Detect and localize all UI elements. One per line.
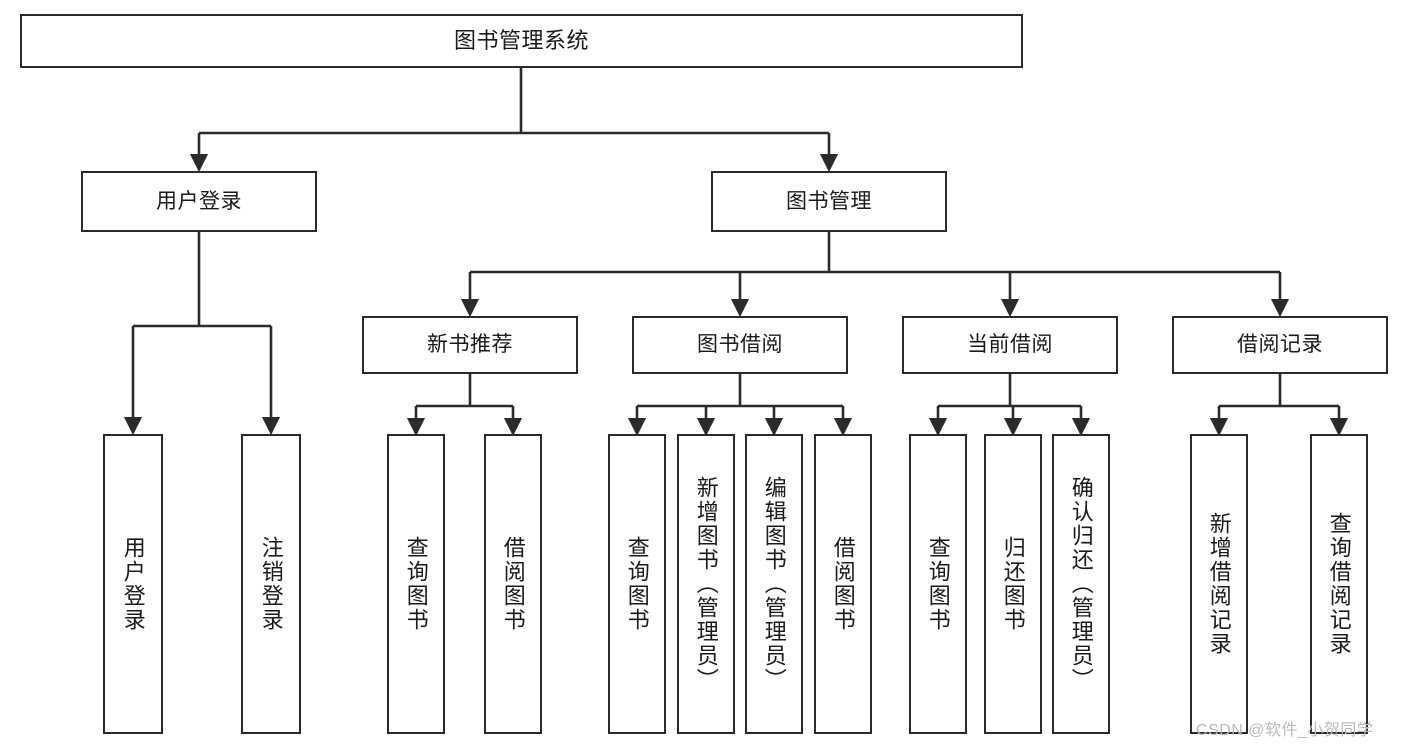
node-leaf-edit-book-admin-label: 编辑图书（管理员） (761, 476, 787, 692)
node-leaf-borrow-book[interactable]: 借阅图书 (814, 434, 872, 734)
node-leaf-add-book-admin-label: 新增图书（管理员） (693, 476, 719, 692)
node-leaf-query-book-current-label: 查询图书 (925, 536, 951, 632)
node-leaf-return-book[interactable]: 归还图书 (984, 434, 1042, 734)
node-leaf-query-book-current[interactable]: 查询图书 (909, 434, 967, 734)
node-current-borrow[interactable]: 当前借阅 (902, 316, 1118, 374)
node-leaf-add-borrow-record-label: 新增借阅记录 (1206, 512, 1232, 656)
node-book-borrow[interactable]: 图书借阅 (632, 316, 848, 374)
csdn-watermark: CSDN @软件_小贺同学 (1196, 722, 1374, 739)
node-current-borrow-label: 当前借阅 (967, 333, 1053, 357)
node-leaf-edit-book-admin[interactable]: 编辑图书（管理员） (745, 434, 803, 734)
node-leaf-add-borrow-record[interactable]: 新增借阅记录 (1190, 434, 1248, 734)
node-leaf-query-book-rec[interactable]: 查询图书 (387, 434, 445, 734)
node-borrow-record-label: 借阅记录 (1237, 333, 1323, 357)
node-new-book-rec-label: 新书推荐 (427, 333, 513, 357)
node-leaf-query-book-rec-label: 查询图书 (403, 536, 429, 632)
node-leaf-query-book-borrow-label: 查询图书 (624, 536, 650, 632)
node-leaf-user-login-label: 用户登录 (120, 536, 146, 632)
node-leaf-user-login[interactable]: 用户登录 (103, 434, 163, 734)
node-leaf-borrow-book-rec[interactable]: 借阅图书 (484, 434, 542, 734)
node-leaf-confirm-return-admin[interactable]: 确认归还（管理员） (1052, 434, 1110, 734)
node-leaf-confirm-return-admin-label: 确认归还（管理员） (1068, 476, 1094, 692)
node-borrow-record[interactable]: 借阅记录 (1172, 316, 1388, 374)
node-user-login[interactable]: 用户登录 (81, 171, 317, 232)
node-book-borrow-label: 图书借阅 (697, 333, 783, 357)
node-book-manage-label: 图书管理 (786, 189, 872, 213)
node-root[interactable]: 图书管理系统 (20, 14, 1023, 68)
node-leaf-query-borrow-record-label: 查询借阅记录 (1326, 512, 1352, 656)
node-leaf-query-book-borrow[interactable]: 查询图书 (608, 434, 666, 734)
node-user-login-label: 用户登录 (156, 189, 242, 213)
node-new-book-rec[interactable]: 新书推荐 (362, 316, 578, 374)
node-root-label: 图书管理系统 (453, 27, 589, 53)
node-leaf-query-borrow-record[interactable]: 查询借阅记录 (1310, 434, 1368, 734)
node-leaf-user-logout-label: 注销登录 (258, 536, 284, 632)
node-leaf-borrow-book-label: 借阅图书 (830, 536, 856, 632)
node-leaf-add-book-admin[interactable]: 新增图书（管理员） (677, 434, 735, 734)
node-leaf-user-logout[interactable]: 注销登录 (241, 434, 301, 734)
node-leaf-return-book-label: 归还图书 (1000, 536, 1026, 632)
node-leaf-borrow-book-rec-label: 借阅图书 (500, 536, 526, 632)
node-book-manage[interactable]: 图书管理 (711, 171, 947, 232)
